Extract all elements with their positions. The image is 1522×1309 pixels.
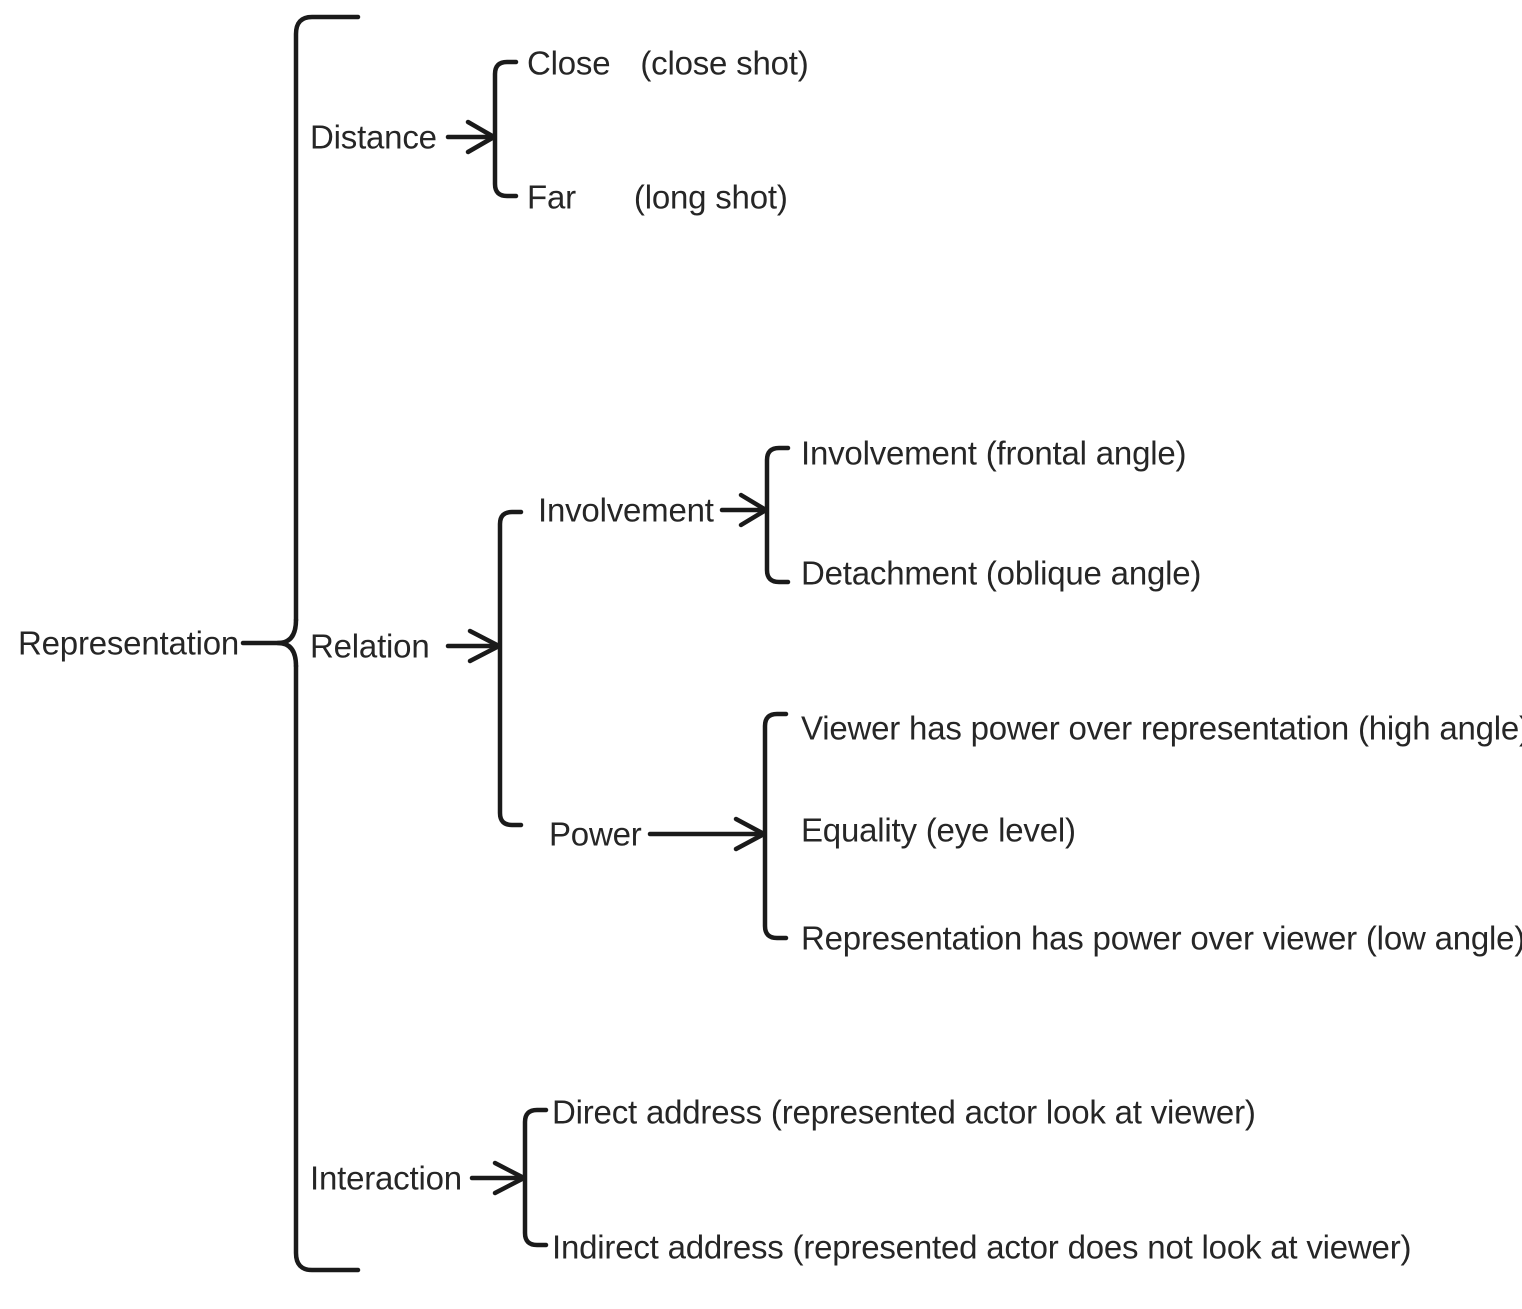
distance-bracket (492, 59, 519, 199)
leaf-direct-address: Direct address (represented actor look a… (552, 1093, 1256, 1131)
leaf-indirect-address: Indirect address (represented actor does… (552, 1228, 1412, 1266)
involvement-bracket (764, 445, 791, 585)
leaf-far-note: (long shot) (633, 178, 788, 216)
distance-arrow-head (465, 119, 497, 155)
leaf-equality-eye-level: Equality (eye level) (801, 811, 1076, 849)
leaf-viewer-has-power: Viewer has power over representation (hi… (801, 709, 1522, 747)
relation-arrow-head (467, 628, 502, 664)
power-bracket (762, 711, 789, 941)
branch-label-interaction: Interaction (310, 1159, 462, 1197)
power-arrow-head (733, 816, 767, 852)
leaf-close: Close (close shot) (527, 47, 809, 80)
leaf-far: Far (long shot) (527, 181, 788, 214)
leaf-close-label: Close (527, 44, 611, 82)
branch-label-involvement: Involvement (538, 491, 714, 529)
root-node-representation: Representation (18, 624, 240, 662)
branch-label-relation: Relation (310, 627, 430, 665)
root-brace-top (293, 14, 361, 623)
leaf-representation-has-power: Representation has power over viewer (lo… (801, 919, 1522, 957)
relation-bracket (497, 509, 524, 828)
leaf-detachment-oblique: Detachment (oblique angle) (801, 554, 1202, 592)
branch-label-distance: Distance (310, 118, 437, 156)
branch-label-power: Power (549, 815, 642, 853)
root-brace-middle-notch (275, 617, 299, 669)
leaf-involvement-frontal: Involvement (frontal angle) (801, 434, 1187, 472)
leaf-far-label: Far (527, 178, 576, 216)
leaf-close-note: (close shot) (640, 44, 809, 82)
interaction-arrow-head (492, 1160, 527, 1196)
involvement-arrow-head (738, 492, 769, 528)
interaction-bracket (522, 1107, 549, 1248)
